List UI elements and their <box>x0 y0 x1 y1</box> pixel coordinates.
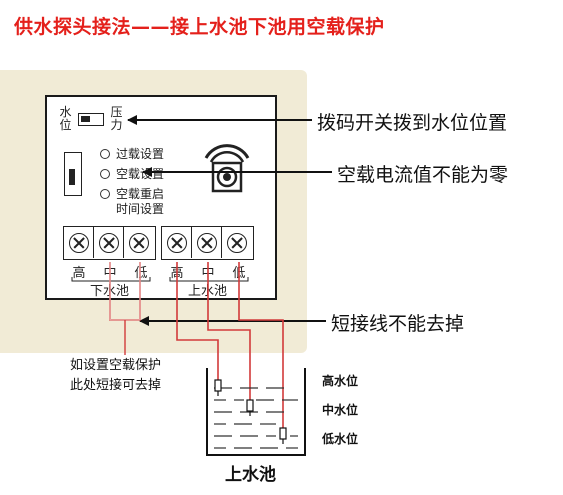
screw-icon <box>227 232 247 253</box>
terminal-lower-mid[interactable] <box>94 227 124 258</box>
dip-switch-knob <box>81 116 90 122</box>
bracket-lower <box>71 277 151 282</box>
screw-icon <box>68 232 89 253</box>
probe-mid-icon <box>246 399 254 416</box>
led-overload <box>100 149 110 159</box>
tank-label: 上水池 <box>225 465 276 485</box>
page-title: 供水探头接法——接上水池下池用空载保护 <box>14 16 385 38</box>
probe-low-icon <box>279 427 287 444</box>
switch-label-pressure: 压力 <box>110 105 123 132</box>
terminal-label: 高 <box>72 266 86 281</box>
annotation-jumper: 短接线不能去掉 <box>331 313 465 335</box>
terminal-strip-upper <box>161 226 254 260</box>
terminal-lower-high[interactable] <box>64 227 94 258</box>
mode-dip-switch[interactable] <box>78 113 104 126</box>
led-label-no-load: 空载设置 <box>116 167 165 181</box>
jumper-wire-highlight <box>109 262 141 321</box>
vertical-slide-switch[interactable] <box>64 152 82 196</box>
slide-switch-knob <box>69 169 75 185</box>
terminal-strip-lower <box>63 226 156 260</box>
bracket-upper <box>169 277 249 282</box>
screw-icon <box>129 232 149 253</box>
wire-low-probe <box>238 262 284 428</box>
led-no-load-restart <box>100 189 110 199</box>
terminal-upper-low[interactable] <box>222 227 252 258</box>
jumper-note-line2: 此处短接可去掉 <box>70 378 162 393</box>
terminal-upper-high[interactable] <box>162 227 192 258</box>
screw-icon <box>98 232 119 253</box>
annotation-dip-switch: 拨码开关拨到水位位置 <box>317 112 508 134</box>
level-label-high: 高水位 <box>322 374 359 388</box>
level-label-mid: 中水位 <box>322 403 359 417</box>
probe-high-icon <box>214 379 222 396</box>
led-label-restart: 空载重启 <box>116 187 165 201</box>
led-no-load <box>100 169 110 179</box>
led-label-overload: 过载设置 <box>116 147 165 161</box>
terminal-upper-mid[interactable] <box>192 227 222 258</box>
screw-icon <box>196 232 217 253</box>
switch-label-water-level: 水位 <box>59 105 72 132</box>
water-surface <box>214 387 298 449</box>
terminal-label: 低 <box>134 266 148 281</box>
wire-high-probe <box>176 262 219 380</box>
level-label-low: 低水位 <box>322 432 359 446</box>
annotation-no-load-current: 空载电流值不能为零 <box>337 164 509 186</box>
jumper-wire <box>109 262 141 321</box>
jumper-note-line1: 如设置空载保护 <box>70 358 162 373</box>
terminal-lower-low[interactable] <box>124 227 154 258</box>
wire-mid-probe <box>207 262 251 400</box>
screw-icon <box>166 232 187 253</box>
tank-outline <box>206 368 306 456</box>
led-label-restart-time: 时间设置 <box>116 202 165 216</box>
